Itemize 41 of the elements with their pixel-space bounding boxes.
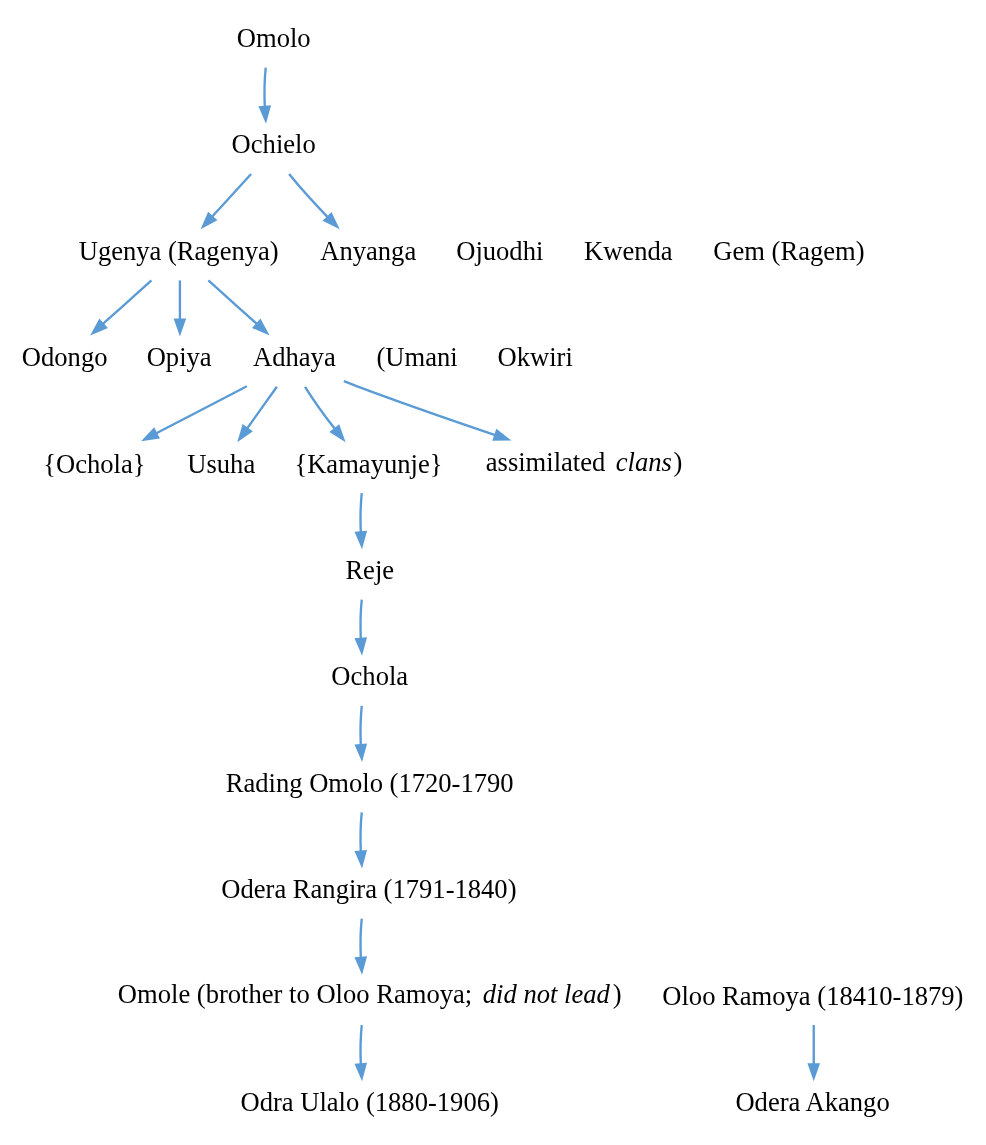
node-text: Anyanga: [319, 235, 416, 266]
node-text: Odera Rangira (1791-1840): [220, 874, 516, 905]
arrow: [89, 279, 152, 336]
node-text: Ochola: [330, 661, 408, 692]
arrow: [353, 918, 367, 975]
arrow: [200, 173, 252, 230]
arrow: [342, 380, 511, 441]
node-text: Okwiri: [497, 342, 573, 373]
arrow: [353, 599, 367, 656]
node-text: Odera Akango: [734, 1086, 890, 1117]
node-text: Gem (Ragem): [712, 235, 865, 266]
node-text: Kwenda: [583, 235, 673, 266]
arrow: [303, 386, 346, 443]
arrow: [806, 1025, 820, 1082]
arrow: [353, 705, 367, 763]
node-text: Rading Omolo (1720-1790: [225, 767, 514, 798]
arrow: [353, 1024, 367, 1082]
node-text: Ojuodhi: [455, 235, 543, 266]
node-text: {Kamayunje}: [293, 448, 442, 479]
node-text: (Umani: [375, 342, 458, 373]
node-text: Oloo Ramoya (18410-1879): [661, 980, 963, 1011]
node-text: Opiya: [146, 342, 212, 373]
node-text: {Ochola}: [42, 448, 146, 479]
node-text: Usuha: [186, 448, 255, 479]
arrow: [207, 279, 270, 336]
node-text: Odongo: [21, 342, 107, 373]
node-text: Ugenya (Ragenya): [78, 235, 279, 266]
arrow: [353, 493, 367, 550]
node-text: Omole (brother to Oloo Ramoya; did not lead): [117, 979, 622, 1010]
node-text: Odra Ulalo (1880-1906): [239, 1086, 499, 1117]
arrow: [236, 386, 278, 443]
arrow: [257, 67, 271, 124]
node-text: Adhaya: [252, 342, 336, 373]
arrow: [173, 280, 186, 337]
arrow: [353, 812, 367, 869]
node-text: assimilated clans): [485, 447, 682, 478]
node-text: Ochielo: [231, 129, 316, 160]
node-text: Reje: [344, 555, 394, 585]
arrow: [287, 173, 340, 230]
node-text: Omolo: [236, 23, 311, 54]
arrow: [140, 385, 247, 442]
